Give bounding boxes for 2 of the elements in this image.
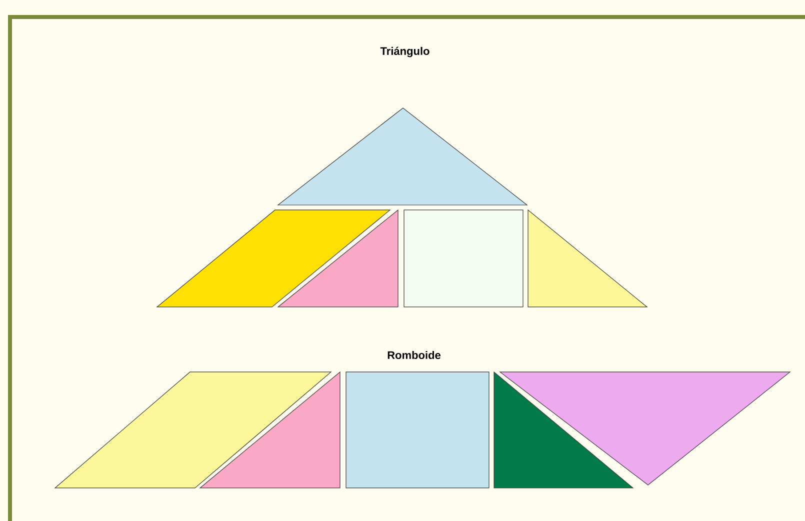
figure-title: Romboide: [388, 350, 441, 360]
figure-title: Triángulo: [380, 46, 430, 58]
